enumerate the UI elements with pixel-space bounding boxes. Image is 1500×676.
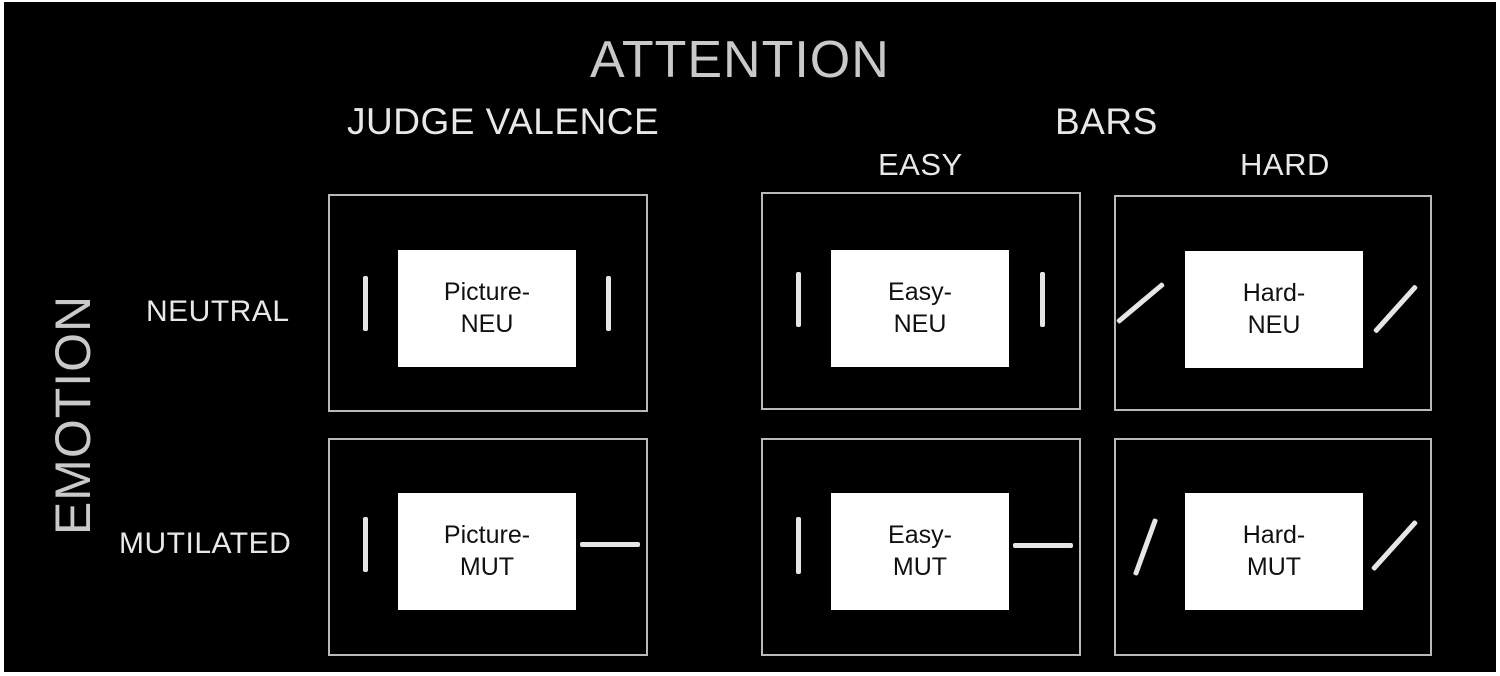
picture-placeholder: Easy-NEU xyxy=(831,250,1009,367)
condition-label-hard-neu: Hard-NEU xyxy=(1242,279,1306,339)
condition-frame-easy-neu xyxy=(761,192,1081,410)
bar-stimulus xyxy=(1040,272,1045,327)
condition-frame-picture-mut xyxy=(328,438,648,656)
row-label-neutral: NEUTRAL xyxy=(146,295,290,328)
bar-stimulus xyxy=(363,276,368,331)
bar-stimulus xyxy=(580,542,640,547)
condition-frame-easy-mut xyxy=(761,438,1081,656)
condition-frame-picture-neu xyxy=(328,194,648,412)
picture-placeholder: Picture-NEU xyxy=(398,250,576,367)
picture-placeholder: Hard-NEU xyxy=(1185,251,1363,368)
condition-label-easy-neu: Easy-NEU xyxy=(888,278,952,338)
condition-label-picture-neu: Picture-NEU xyxy=(443,278,531,338)
bar-stimulus xyxy=(1013,543,1073,548)
condition-frame-hard-mut xyxy=(1114,438,1432,656)
condition-label-easy-mut: Easy-MUT xyxy=(888,521,952,581)
emotion-axis-label: EMOTION xyxy=(38,290,108,540)
picture-placeholder: Picture-MUT xyxy=(398,493,576,610)
column-header-judge-valence: JUDGE VALENCE xyxy=(347,101,660,142)
bar-stimulus xyxy=(796,272,801,327)
bar-stimulus xyxy=(363,517,368,572)
condition-label-picture-mut: Picture-MUT xyxy=(443,521,531,581)
picture-placeholder: Easy-MUT xyxy=(831,493,1009,610)
condition-label-hard-mut: Hard-MUT xyxy=(1242,521,1306,581)
picture-placeholder: Hard-MUT xyxy=(1185,493,1363,610)
bar-stimulus xyxy=(606,276,611,331)
emotion-axis-text: EMOTION xyxy=(45,294,101,536)
column-header-bars: BARS xyxy=(1055,101,1158,142)
diagram-title: ATTENTION xyxy=(590,31,890,89)
row-label-mutilated: MUTILATED xyxy=(119,527,292,560)
bar-stimulus xyxy=(796,517,801,574)
subcolumn-header-hard: HARD xyxy=(1240,147,1330,182)
condition-frame-hard-neu xyxy=(1114,195,1432,411)
subcolumn-header-easy: EASY xyxy=(878,147,963,182)
